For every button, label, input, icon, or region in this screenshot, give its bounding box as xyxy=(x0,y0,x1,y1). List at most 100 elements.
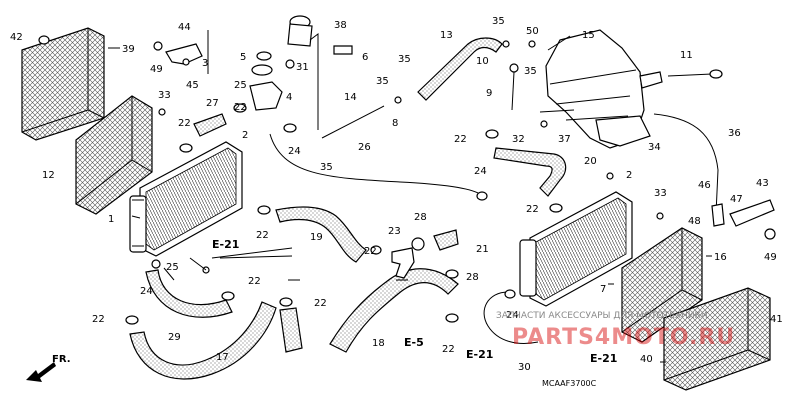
callout-9: 9 xyxy=(486,88,492,99)
callout-36: 36 xyxy=(728,128,741,139)
callout-8: 8 xyxy=(392,118,398,129)
watermark-brand: PARTS4MOTO.RU xyxy=(512,325,735,350)
callout-13: 13 xyxy=(440,30,453,41)
callout-40: 40 xyxy=(640,354,653,365)
callout-45: 45 xyxy=(186,80,199,91)
fitting-28 xyxy=(411,237,425,251)
hose-36 xyxy=(653,113,719,215)
cap-38 xyxy=(287,15,319,130)
ref-e21-center: E-21 xyxy=(466,348,493,361)
callout-47: 47 xyxy=(730,194,743,205)
callout-24: 24 xyxy=(506,310,519,321)
radiator-grille-40 xyxy=(663,287,771,391)
callout-38: 38 xyxy=(334,20,347,31)
front-indicator: FR. xyxy=(26,354,71,382)
callout-41: 41 xyxy=(770,314,783,325)
ref-e21-left: E-21 xyxy=(212,238,239,251)
bracket-44 xyxy=(153,41,203,66)
callout-44: 44 xyxy=(178,22,191,33)
hose-19 xyxy=(275,206,367,263)
callout-30: 30 xyxy=(518,362,531,373)
callout-46: 46 xyxy=(698,180,711,191)
hose-27 xyxy=(193,113,227,137)
callout-35: 35 xyxy=(320,162,333,173)
callout-25: 25 xyxy=(166,262,179,273)
callout-27: 27 xyxy=(206,98,219,109)
ref-e5: E-5 xyxy=(404,336,424,349)
callout-5: 5 xyxy=(240,52,246,63)
callout-21: 21 xyxy=(476,244,489,255)
hose-14 xyxy=(321,105,385,139)
callout-33: 33 xyxy=(654,188,667,199)
callout-22: 22 xyxy=(442,344,455,355)
callout-22: 22 xyxy=(178,118,191,129)
callout-33: 33 xyxy=(158,90,171,101)
callout-7: 7 xyxy=(600,284,606,295)
callout-2: 2 xyxy=(626,170,632,181)
callout-31: 31 xyxy=(296,62,309,73)
hose-stub-bottom xyxy=(279,307,303,353)
hose-20 xyxy=(493,147,567,197)
callout-2: 2 xyxy=(242,130,248,141)
diagram-code: MCAAF3700C xyxy=(542,379,597,388)
callout-22: 22 xyxy=(256,230,269,241)
small-parts xyxy=(38,35,725,274)
callout-26: 26 xyxy=(358,142,371,153)
callout-20: 20 xyxy=(584,156,597,167)
callout-22: 22 xyxy=(526,204,539,215)
callout-23: 23 xyxy=(388,226,401,237)
callout-22: 22 xyxy=(454,134,467,145)
callout-22: 22 xyxy=(314,298,327,309)
callout-28: 28 xyxy=(414,212,427,223)
callout-22: 22 xyxy=(92,314,105,325)
radiator-grille-39 xyxy=(21,27,105,141)
callout-48: 48 xyxy=(688,216,701,227)
callout-15: 15 xyxy=(582,30,595,41)
callout-49: 49 xyxy=(764,252,777,263)
callout-42: 42 xyxy=(10,32,23,43)
hose-29 xyxy=(145,269,233,318)
hose-18 xyxy=(329,268,459,353)
callout-22: 22 xyxy=(364,246,377,257)
callout-22: 22 xyxy=(234,102,247,113)
callout-11: 11 xyxy=(680,50,693,61)
callout-32: 32 xyxy=(512,134,525,145)
callout-25: 25 xyxy=(234,80,247,91)
hose-13 xyxy=(417,37,503,101)
callout-14: 14 xyxy=(344,92,357,103)
water-outlet-4 xyxy=(249,64,283,111)
callout-35: 35 xyxy=(398,54,411,65)
radiator-shroud-12 xyxy=(75,95,153,215)
hose-30 xyxy=(483,291,539,344)
callout-19: 19 xyxy=(310,232,323,243)
callout-24: 24 xyxy=(288,146,301,157)
callout-49: 49 xyxy=(150,64,163,75)
hose-26 xyxy=(269,133,481,195)
radiator-right-7 xyxy=(519,191,633,307)
callout-35: 35 xyxy=(524,66,537,77)
watermark-tagline: ЗАПЧАСТИ АКСЕССУАРЫ ДЛЯ МОТОТЕХНИКИ xyxy=(496,311,708,321)
callout-4: 4 xyxy=(286,92,292,103)
bracket-43 xyxy=(729,199,776,240)
callout-43: 43 xyxy=(756,178,769,189)
radiator-left-1 xyxy=(129,141,243,257)
callout-16: 16 xyxy=(714,252,727,263)
joint-23 xyxy=(391,247,415,279)
callout-3: 3 xyxy=(202,58,208,69)
callout-12: 12 xyxy=(42,170,55,181)
bolt-11 xyxy=(667,69,723,79)
callout-50: 50 xyxy=(526,26,539,37)
watermark: ЗАПЧАСТИ АКСЕССУАРЫ ДЛЯ МОТОТЕХНИКИ PART… xyxy=(496,311,735,350)
callout-1: 1 xyxy=(108,214,114,225)
callout-34: 34 xyxy=(648,142,661,153)
tank-bracket-34 xyxy=(595,115,651,147)
hose-21 xyxy=(433,229,459,251)
ref-e21-right: E-21 xyxy=(590,352,617,365)
callout-10: 10 xyxy=(476,56,489,67)
leader-lines xyxy=(108,30,712,363)
front-indicator-label: FR. xyxy=(52,354,71,365)
callout-39: 39 xyxy=(122,44,135,55)
callout-24: 24 xyxy=(140,286,153,297)
